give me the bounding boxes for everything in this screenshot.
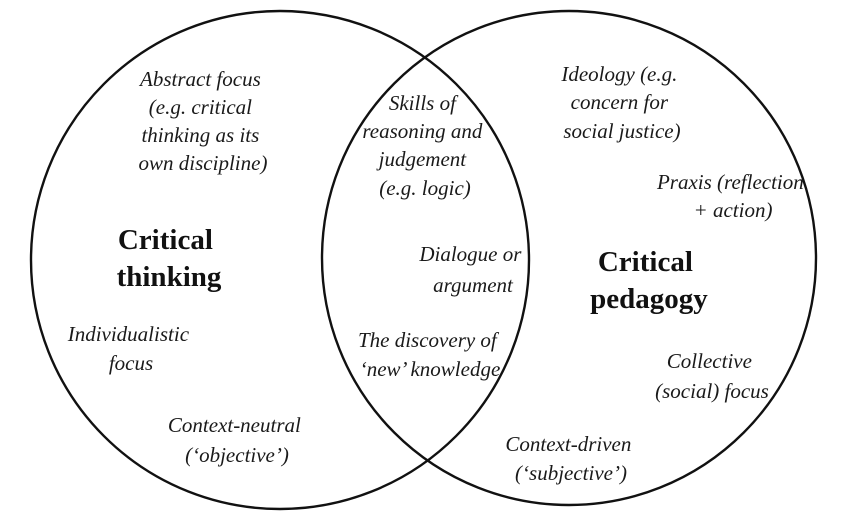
critical-pedagogy-title: Critical pedagogy (590, 246, 708, 315)
critical-thinking-circle (29, 9, 531, 511)
collective-focus-label: Collective (social) focus (655, 349, 769, 403)
critical-pedagogy-circle (320, 9, 818, 507)
critical-thinking-title: Critical thinking (117, 224, 222, 293)
individualistic-focus-label: Individualistic focus (67, 322, 195, 375)
context-neutral-label: Context-neutral (‘objective’) (168, 413, 306, 467)
praxis-label: Praxis (reflection + action) (656, 170, 809, 222)
dialogue-or-argument-label: Dialogue or argument (418, 242, 526, 297)
discovery-of-knowledge-label: The discovery of ‘new’ knowledge (358, 328, 502, 381)
abstract-focus-label: Abstract focus (e.g. critical thinking a… (138, 67, 267, 175)
context-driven-label: Context-driven (‘subjective’) (505, 432, 636, 485)
ideology-label: Ideology (e.g. concern for social justic… (560, 62, 682, 143)
skills-of-reasoning-label: Skills of reasoning and judgement (e.g. … (362, 91, 487, 200)
